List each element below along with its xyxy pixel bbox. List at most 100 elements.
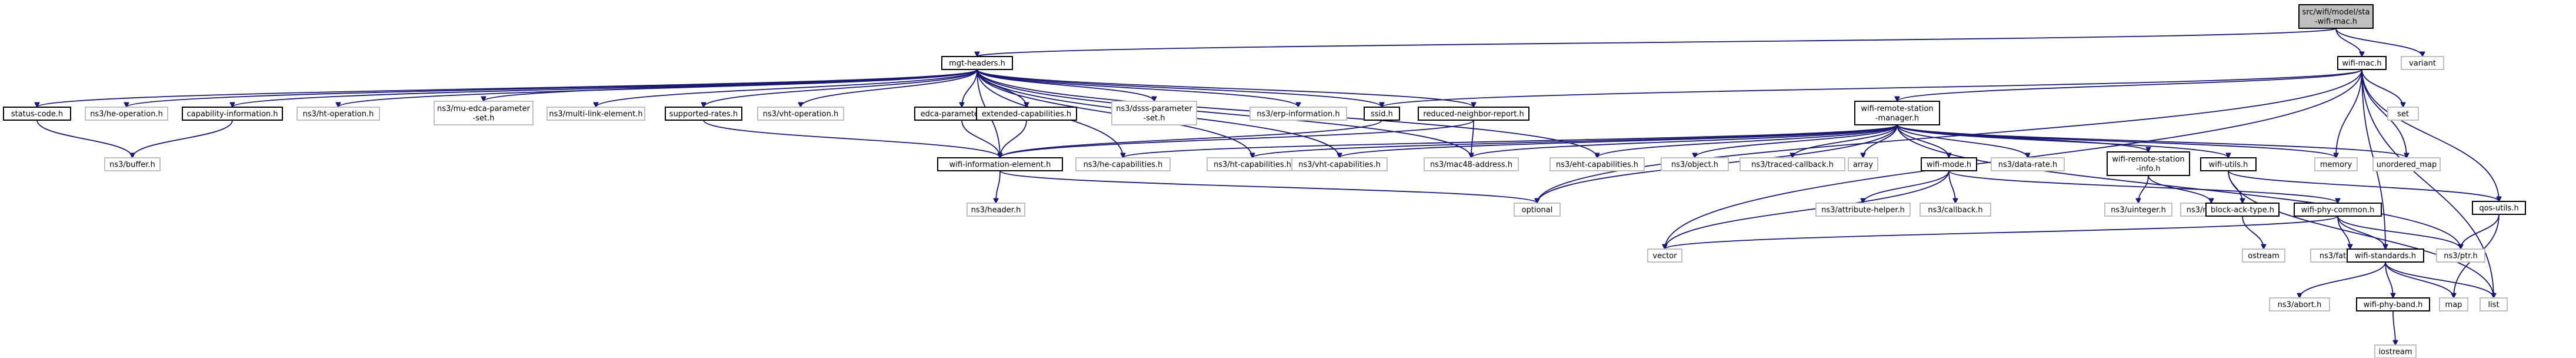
edge-mgt-to-capinfo	[232, 69, 978, 108]
node-label-vector: vector	[1652, 252, 1677, 261]
edge-blockack-to-ostream	[2242, 216, 2264, 249]
node-traced: ns3/traced-callback.h	[1739, 157, 1845, 171]
node-mgt[interactable]: mgt-headers.h	[941, 56, 1013, 70]
node-label-heop: ns3/he-operation.h	[90, 110, 163, 119]
node-label-qosutils: qos-utils.h	[2479, 204, 2518, 213]
node-erp: ns3/erp-information.h	[1249, 107, 1347, 121]
node-box-callback	[1919, 203, 1991, 217]
node-box-ssid	[1364, 107, 1400, 121]
edge-suprates-to-wie	[703, 120, 1000, 158]
edge-rsm-to-umap	[1897, 124, 2407, 158]
node-label-blockack: block-ack-type.h	[2211, 206, 2274, 215]
edge-phycommon-to-ptr	[2337, 216, 2461, 249]
node-wifimac[interactable]: wifi-mac.h	[2337, 56, 2387, 70]
edge-mgt-to-muedca	[484, 69, 978, 102]
node-box-hecap	[1075, 157, 1171, 171]
node-label-phycommon: wifi-phy-common.h	[2301, 206, 2375, 215]
edge-rsm-to-traced	[1792, 124, 1898, 158]
node-suprates[interactable]: supported-rates.h	[665, 107, 742, 121]
node-wifiutils[interactable]: wifi-utils.h	[2200, 157, 2257, 171]
node-box-erp	[1249, 107, 1347, 121]
node-uinteger: ns3/uinteger.h	[2104, 203, 2172, 217]
node-label-mgt: mgt-headers.h	[949, 59, 1005, 68]
edge-wifimode-to-phycommon	[1948, 170, 2338, 204]
node-label-variant: variant	[2409, 59, 2436, 68]
node-ostream: ostream	[2242, 248, 2285, 263]
node-muedca: ns3/mu-edca-parameter-set.h	[434, 101, 534, 125]
node-statuscode[interactable]: status-code.h	[3, 107, 71, 121]
node-label-attrhelper: ns3/attribute-helper.h	[1821, 206, 1905, 215]
node-box-buffer	[104, 157, 161, 171]
node-vhtop: ns3/vht-operation.h	[757, 107, 844, 121]
edge-standards-to-map	[2385, 261, 2454, 298]
edge-rnr-to-wie	[1000, 120, 1474, 158]
node-ssid[interactable]: ssid.h	[1364, 107, 1400, 121]
node-box-htop	[296, 107, 380, 121]
edge-wifimac-to-umap	[2361, 69, 2407, 158]
edge-wifimac-to-list	[2361, 69, 2494, 298]
node-mac48: ns3/mac48-address.h	[1424, 157, 1519, 171]
node-label-abort: ns3/abort.h	[2278, 301, 2322, 310]
edge-rsm-to-array	[1863, 124, 1898, 158]
edge-wifimac-to-optional	[1537, 69, 2362, 203]
node-label-root: src/wifi/model/sta	[2302, 8, 2370, 17]
node-label-array: array	[1853, 161, 1873, 170]
node-label-erp: ns3/erp-information.h	[1257, 110, 1339, 119]
edge-mgt-to-edcaparam	[962, 69, 978, 107]
node-wifimode[interactable]: wifi-mode.h	[1921, 157, 1977, 171]
node-wie[interactable]: wifi-information-element.h	[937, 157, 1063, 171]
edge-mgt-to-mac48	[977, 69, 1471, 158]
node-label-wifiutils: wifi-utils.h	[2209, 161, 2248, 170]
node-optional: optional	[1514, 203, 1561, 217]
node-phycommon[interactable]: wifi-phy-common.h	[2294, 203, 2382, 217]
node-dsss: ns3/dsss-parameter-set.h	[1111, 101, 1197, 125]
node-label-ptr: ns3/ptr.h	[2444, 252, 2478, 261]
node-rsinfo[interactable]: wifi-remote-station-info.h	[2107, 151, 2190, 176]
edge-mgt-to-suprates	[704, 69, 978, 107]
edge-wifimode-to-attrhelper	[1863, 170, 1950, 203]
node-extcap[interactable]: extended-capabilities.h	[976, 107, 1077, 121]
edge-standards-to-phyband	[2385, 261, 2393, 298]
edge-rnr-to-mac48	[1471, 120, 1474, 158]
node-box-header	[967, 203, 1025, 217]
node-attrhelper: ns3/attribute-helper.h	[1815, 203, 1911, 217]
node-standards[interactable]: wifi-standards.h	[2347, 248, 2424, 263]
node-box-array	[1848, 157, 1878, 171]
node-label-optional: optional	[1522, 206, 1553, 215]
node-object: ns3/object.h	[1661, 157, 1729, 171]
node-box-vhtcap	[1291, 157, 1388, 171]
node-ptr: ns3/ptr.h	[2436, 248, 2485, 263]
node-label-multilink: ns3/multi-link-element.h	[549, 110, 642, 119]
node-rsm[interactable]: wifi-remote-station-manager.h	[1854, 101, 1940, 125]
edge-rsinfo-to-uinteger	[2138, 175, 2149, 203]
edge-standards-to-abort	[2300, 261, 2386, 298]
node-root[interactable]: src/wifi/model/sta-wifi-mac.h	[2298, 4, 2374, 29]
node-label-rsm: -manager.h	[1875, 114, 1919, 123]
node-box-mac48	[1424, 157, 1519, 171]
edge-root-to-mgt	[977, 28, 2337, 57]
node-label-wie: wifi-information-element.h	[949, 161, 1051, 170]
node-rnr[interactable]: reduced-neighbor-report.h	[1418, 107, 1529, 121]
edge-mgt-to-vhtop	[801, 69, 978, 107]
node-box-object	[1661, 157, 1729, 171]
node-box-ostream	[2242, 248, 2285, 263]
edge-root-to-variant	[2335, 28, 2422, 57]
node-label-wifimac: wifi-mac.h	[2342, 59, 2381, 68]
node-box-phycommon	[2294, 203, 2382, 217]
node-blockack[interactable]: block-ack-type.h	[2205, 203, 2280, 217]
node-box-rsm	[1854, 101, 1940, 125]
edge-rsm-to-ptr	[1897, 124, 2461, 249]
node-label-wifimode: wifi-mode.h	[1927, 161, 1971, 170]
dependency-edges	[37, 28, 2499, 345]
node-capinfo[interactable]: capability-information.h	[182, 107, 283, 121]
dependency-nodes: src/wifi/model/sta-wifi-mac.h mgt-headers…	[3, 4, 2526, 358]
node-phyband[interactable]: wifi-phy-band.h	[2356, 297, 2430, 311]
node-box-map	[2439, 297, 2468, 311]
node-qosutils[interactable]: qos-utils.h	[2472, 201, 2526, 215]
node-label-suprates: supported-rates.h	[669, 110, 738, 119]
node-box-vector	[1647, 248, 1682, 263]
node-box-uinteger	[2104, 203, 2172, 217]
node-label-object: ns3/object.h	[1671, 161, 1718, 170]
node-label-buffer: ns3/buffer.h	[109, 161, 155, 170]
